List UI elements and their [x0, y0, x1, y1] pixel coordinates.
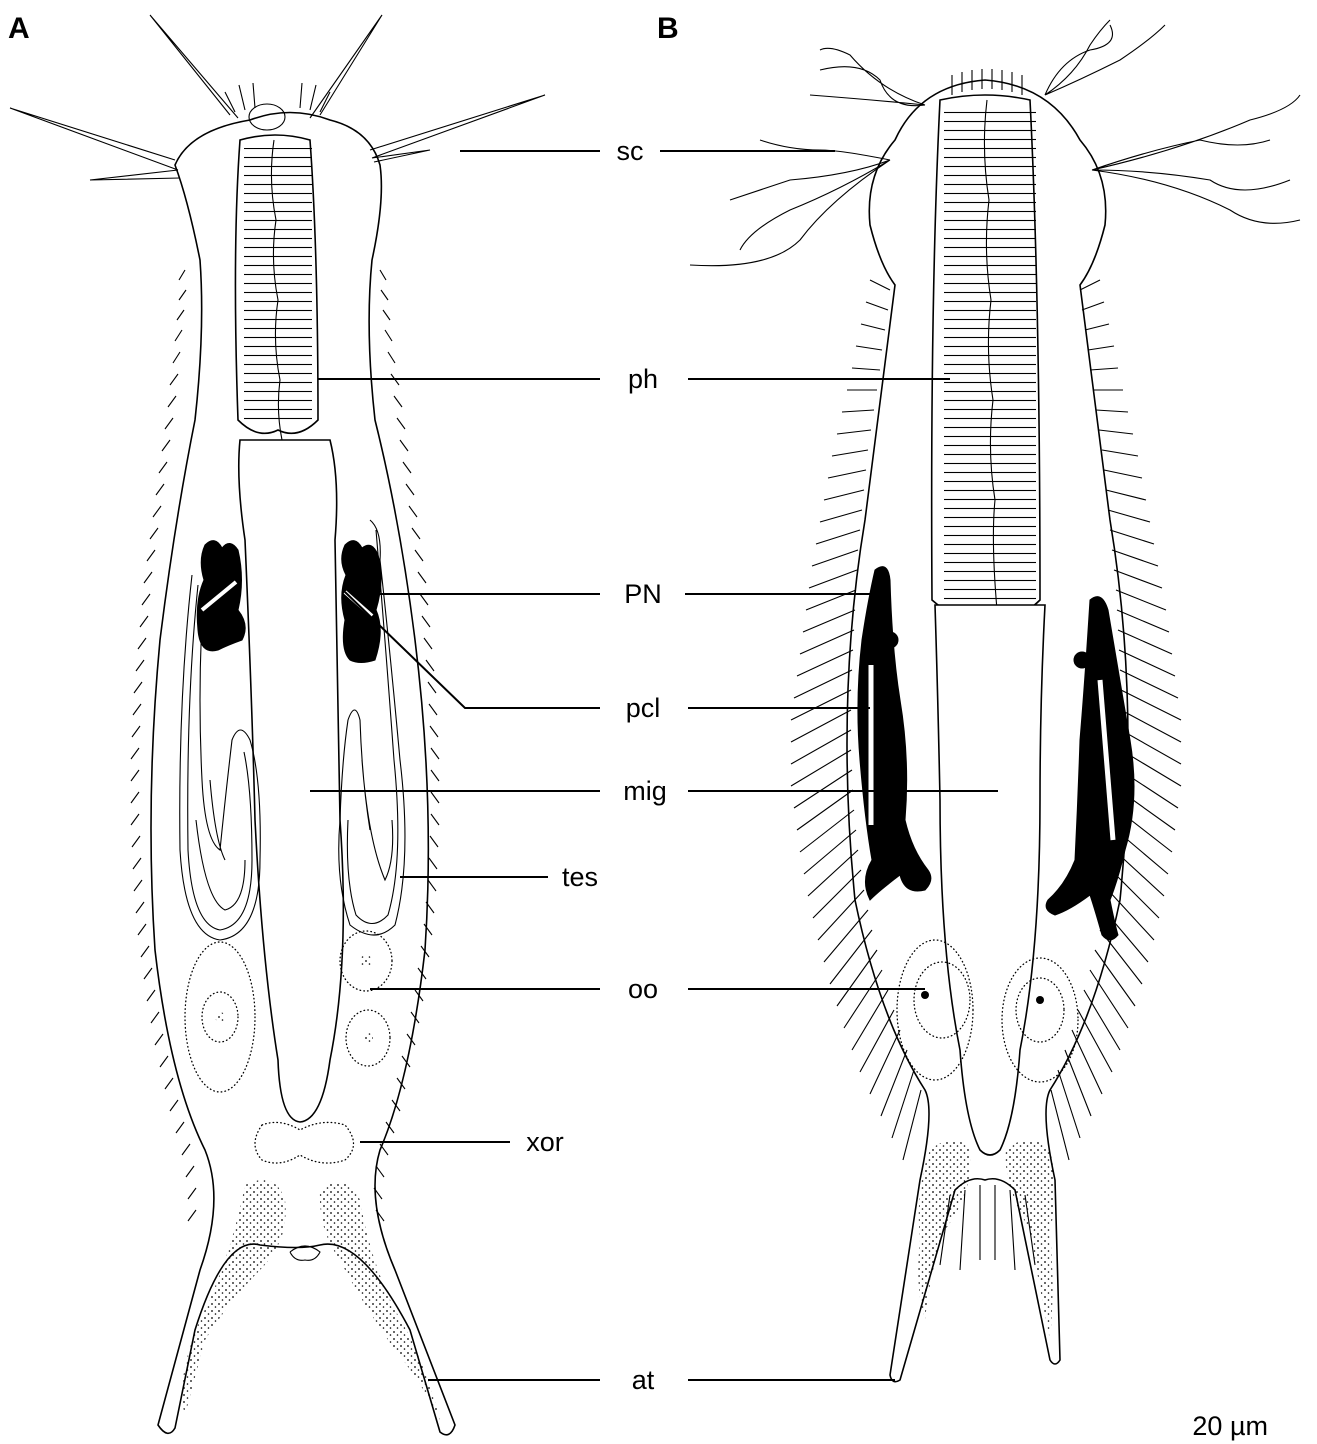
- label-sc: sc: [617, 136, 644, 166]
- label-at: at: [632, 1365, 655, 1395]
- specimen-a-adhesive-gland-right: [320, 1182, 440, 1420]
- specimen-a-head-cilia: [225, 83, 330, 112]
- label-ph: ph: [628, 364, 658, 394]
- specimen-a-pharynx-folds: [244, 148, 312, 420]
- label-pcl: pcl: [626, 693, 661, 723]
- scale-bar-label: 20 µm: [1192, 1411, 1268, 1441]
- label-oo: oo: [628, 974, 658, 1004]
- specimen-b-pharynx-folds: [944, 108, 1036, 600]
- specimen-a-pn-right: [342, 541, 381, 663]
- label-tes: tes: [562, 862, 598, 892]
- label-mig: mig: [623, 776, 667, 806]
- specimen-a: [10, 15, 545, 1435]
- label-pn: PN: [624, 579, 662, 609]
- panel-label-a: A: [8, 12, 30, 45]
- label-xor: xor: [526, 1127, 564, 1157]
- specimen-b: [690, 20, 1300, 1382]
- panel-label-b: B: [657, 12, 679, 45]
